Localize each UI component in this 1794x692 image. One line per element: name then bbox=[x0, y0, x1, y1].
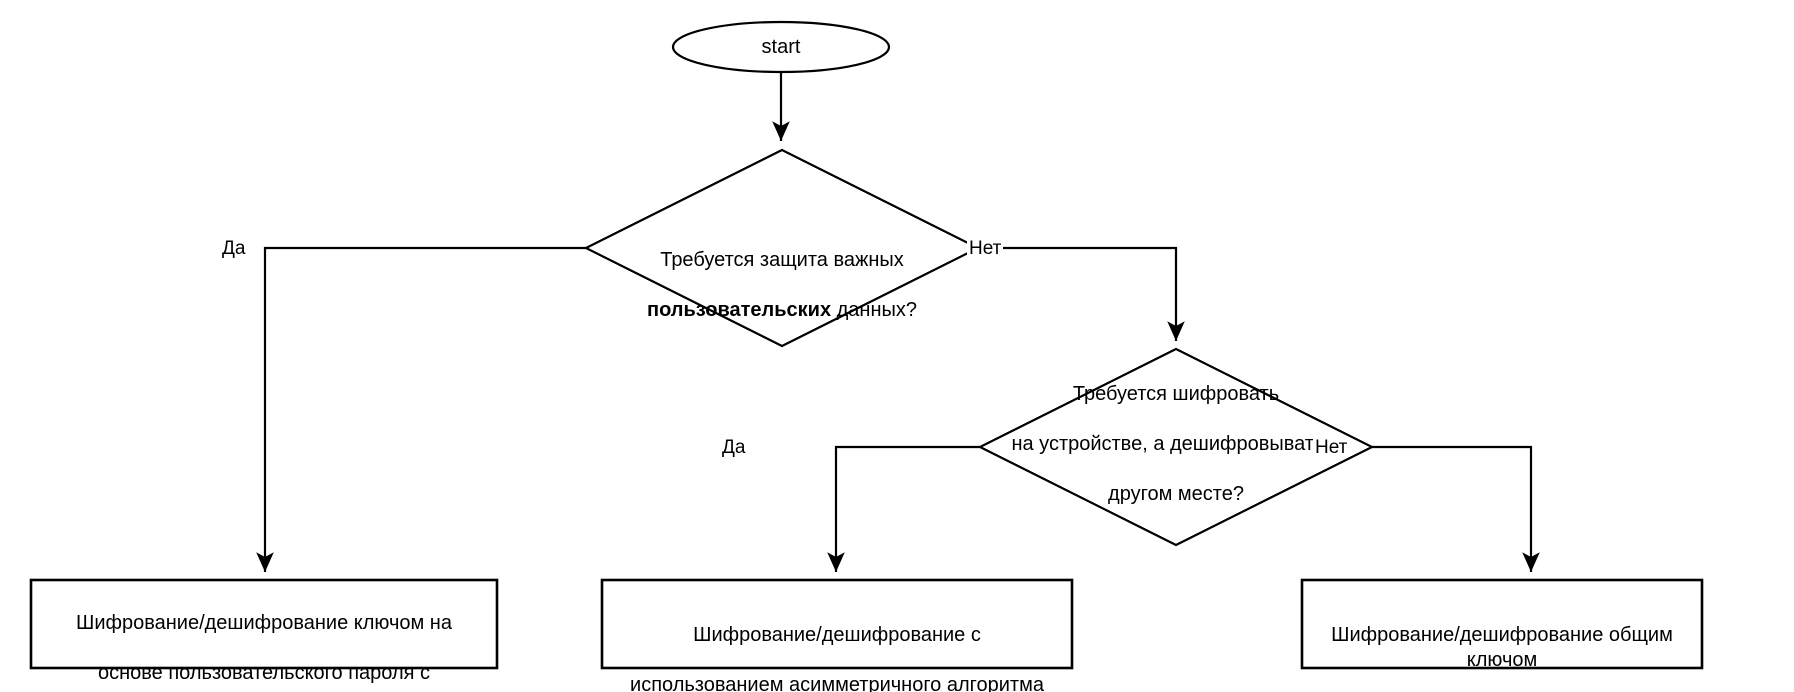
result3-node-shape[interactable] bbox=[1300, 578, 1704, 670]
result1-node-shape[interactable] bbox=[29, 578, 499, 670]
edge-label-decision1-yes: Да bbox=[220, 238, 248, 259]
edge-label-decision2-no: Нет bbox=[1313, 437, 1350, 458]
decision1-node-shape[interactable] bbox=[583, 148, 981, 348]
edge-decision2-yes bbox=[827, 445, 980, 572]
start-node-shape[interactable] bbox=[671, 20, 891, 74]
result2-node-shape[interactable] bbox=[600, 578, 1074, 670]
edge-decision1-yes bbox=[256, 246, 586, 572]
decision2-node-shape[interactable] bbox=[977, 347, 1375, 547]
edge-decision1-no bbox=[978, 246, 1185, 341]
edge-decision2-no bbox=[1372, 445, 1540, 572]
edge-label-decision2-yes: Да bbox=[720, 437, 748, 458]
edge-label-decision1-no: Нет bbox=[967, 238, 1004, 259]
